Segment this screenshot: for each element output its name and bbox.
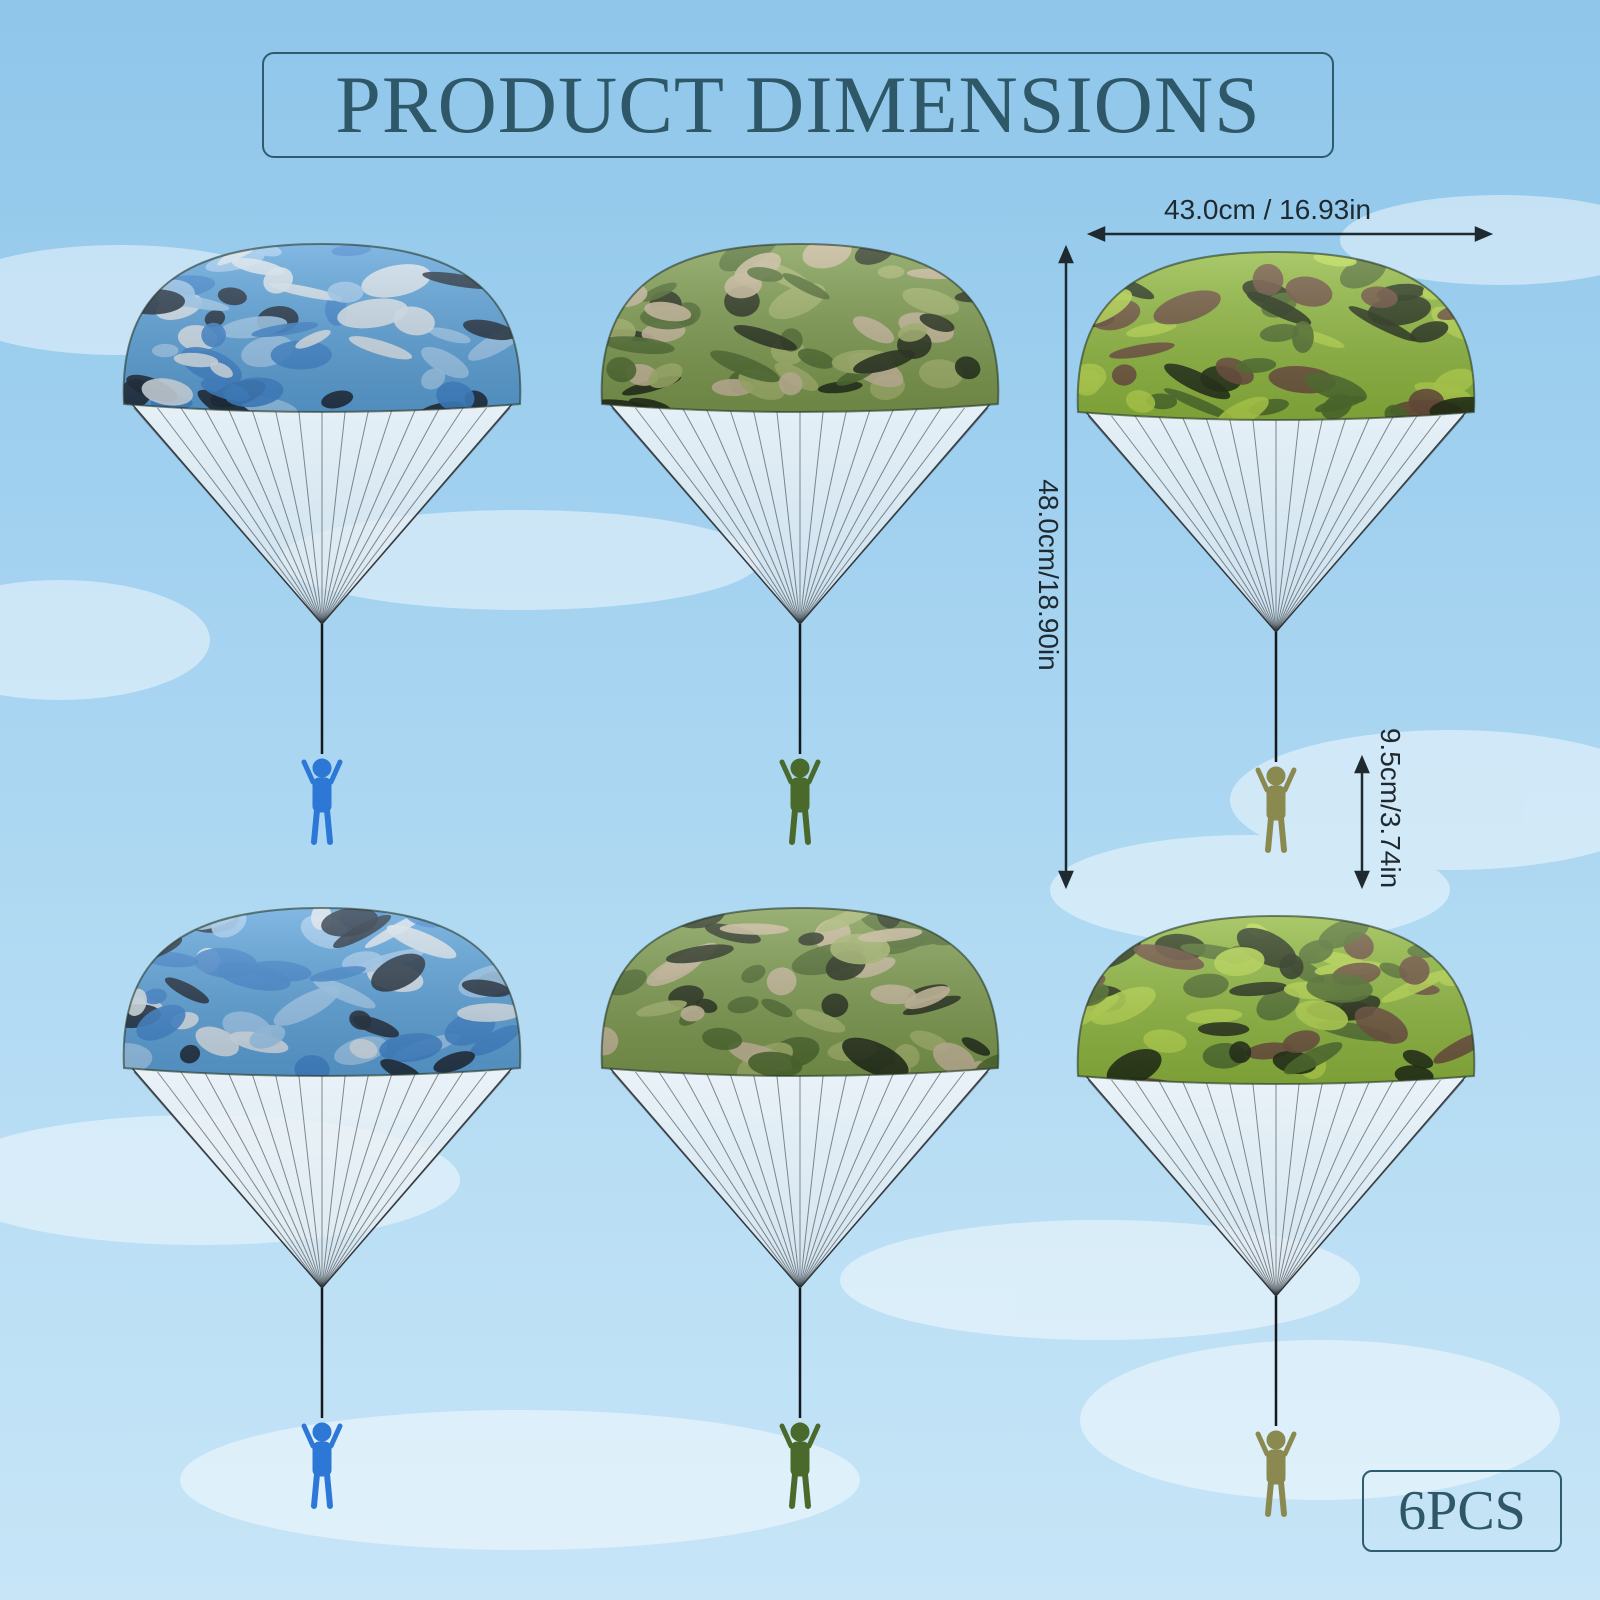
canopy-camo-pattern: [123, 908, 521, 1076]
height-label: 48.0cm/18.90in: [1033, 479, 1064, 671]
parachute-mesh: [130, 1067, 514, 1290]
blue-soldier-icon: [301, 1422, 343, 1509]
quantity-badge: 6PCS: [1362, 1470, 1562, 1552]
parachute-mesh: [1084, 411, 1468, 634]
canopy-camo-pattern: [1077, 916, 1475, 1084]
width-dimension-arrow: [1086, 226, 1494, 242]
clouds: [0, 195, 1600, 1550]
quantity-badge-label: 6PCS: [1398, 1480, 1526, 1542]
parachute-leaf-camo-1: [1076, 250, 1476, 853]
parachute-mesh: [608, 403, 992, 626]
figure-height-dimension-arrow: [1354, 754, 1370, 890]
height-dimension-arrow: [1058, 244, 1074, 890]
width-label: 43.0cm / 16.93in: [1164, 194, 1372, 225]
canopy-camo-pattern: [123, 244, 521, 412]
olive-soldier-icon: [1255, 1430, 1297, 1517]
title-frame: PRODUCT DIMENSIONS: [262, 52, 1334, 158]
green-soldier-icon: [779, 1422, 821, 1509]
green-soldier-icon: [779, 758, 821, 845]
parachute-blue-camo-1: [122, 242, 522, 845]
parachute-leaf-camo-2: [1076, 914, 1476, 1517]
canopy-camo-pattern: [601, 244, 999, 412]
page-title: PRODUCT DIMENSIONS: [335, 59, 1261, 150]
olive-soldier-icon: [1255, 766, 1297, 853]
parachute-woodland-camo-1: [600, 242, 1000, 845]
canopy-camo-pattern: [601, 908, 999, 1076]
parachute-woodland-camo-2: [600, 906, 1000, 1509]
blue-soldier-icon: [301, 758, 343, 845]
parachute-mesh: [1084, 1075, 1468, 1298]
figure-height-label: 9.5cm/3.74in: [1375, 727, 1406, 889]
